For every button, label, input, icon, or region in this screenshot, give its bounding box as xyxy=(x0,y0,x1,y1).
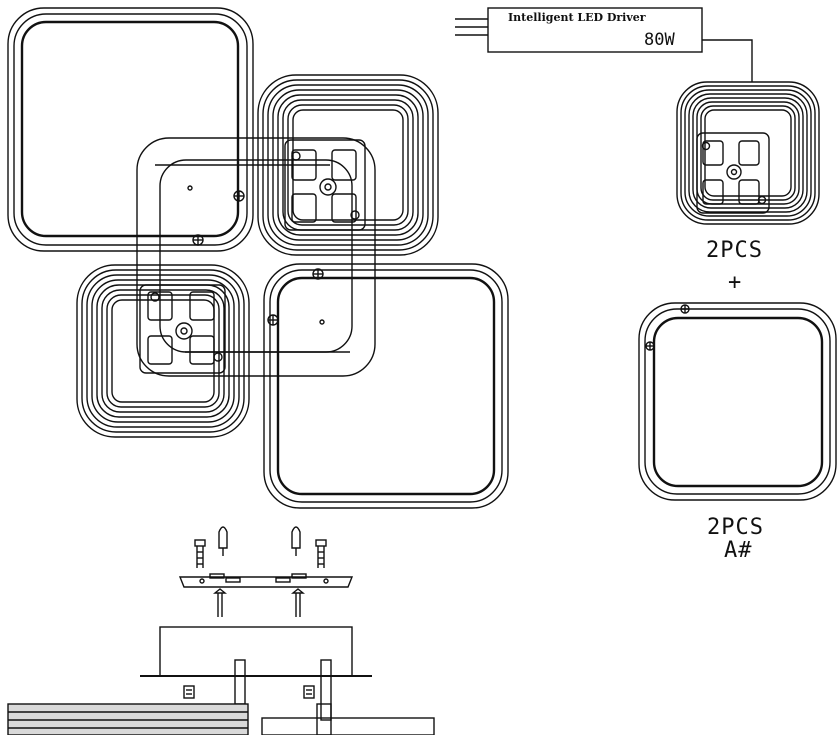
driver-input-wires xyxy=(455,18,488,36)
fixture-cross-section xyxy=(7,703,435,735)
spiral-panel-single xyxy=(676,81,820,225)
driver-output-wire xyxy=(702,39,753,82)
spiral-panel-qty: 2PCS xyxy=(706,238,763,263)
spiral-panel-lower xyxy=(76,264,250,438)
plus-sign: + xyxy=(728,270,743,295)
frame-panel-code: A# xyxy=(724,538,753,563)
frame-panel-single xyxy=(638,302,837,501)
driver-power: 80W xyxy=(644,30,675,50)
mounting-plate xyxy=(178,573,354,617)
frame-panel-bottom-right xyxy=(263,263,509,509)
led-driver-box xyxy=(487,7,703,53)
frame-panel-qty: 2PCS xyxy=(707,515,764,540)
mounting-bracket-outline xyxy=(136,137,376,377)
frame-panel-top-left xyxy=(7,7,254,252)
wall-hardware xyxy=(194,526,327,568)
driver-title: Intelligent LED Driver xyxy=(508,11,646,24)
